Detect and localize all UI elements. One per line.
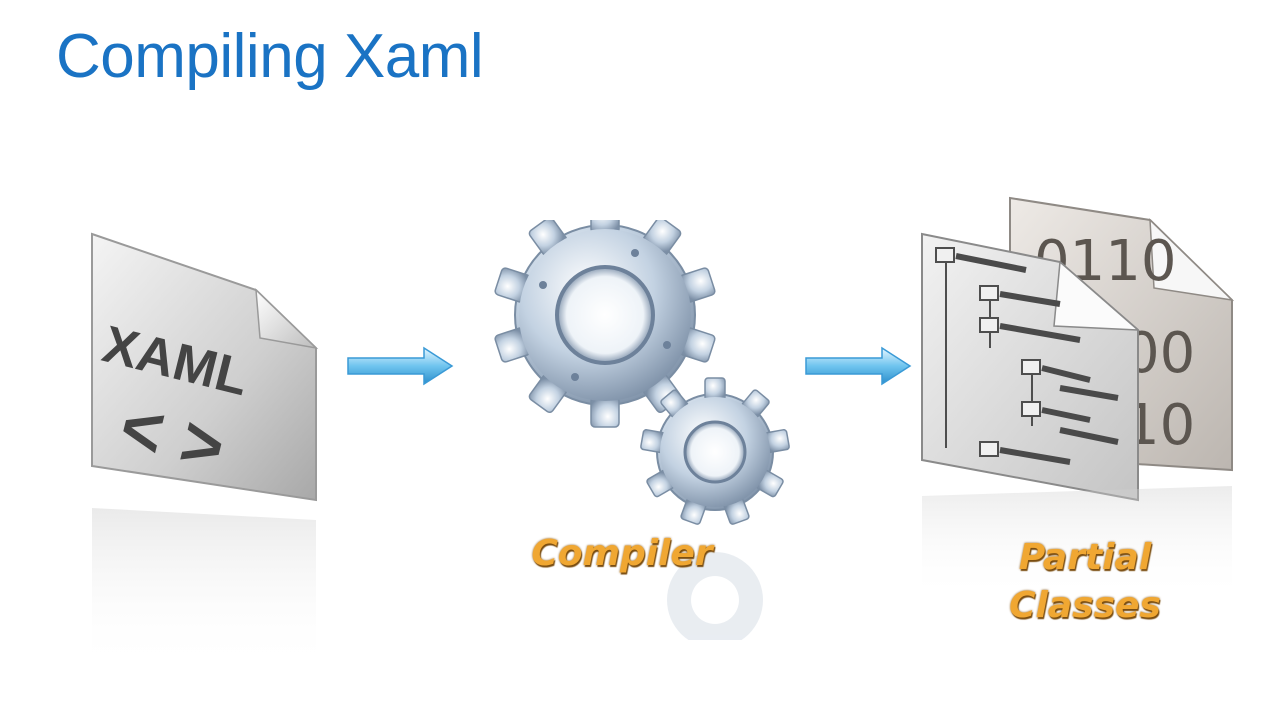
compiler-label: Compiler xyxy=(531,533,713,574)
xaml-file-icon: XAML < > xyxy=(91,232,319,670)
gears-icon xyxy=(494,220,790,640)
arrow-right-icon xyxy=(805,346,912,386)
partial-label: Partial xyxy=(1018,537,1152,578)
classes-label: Classes xyxy=(1009,585,1161,626)
partial-classes-documents-icon: 0110 00 10 xyxy=(921,196,1235,600)
arrow-right-icon xyxy=(347,346,454,386)
slide-title: Compiling Xaml xyxy=(56,22,484,91)
